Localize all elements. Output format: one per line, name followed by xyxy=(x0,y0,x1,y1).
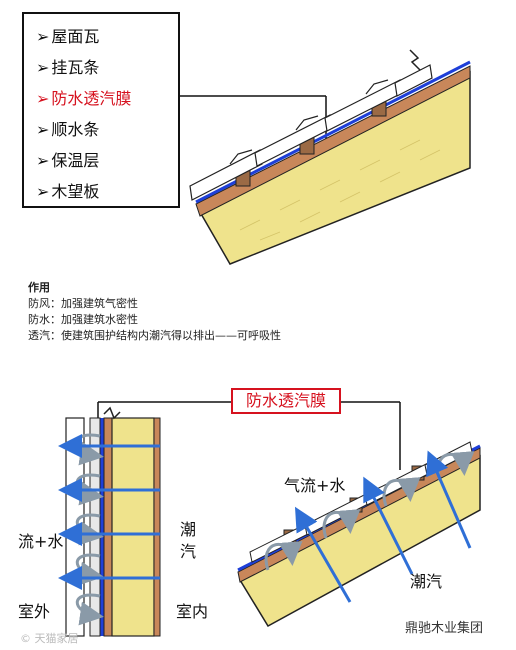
legend-item-counter-batten: ➢顺水条 xyxy=(36,120,100,139)
wall-label-moisture-2: 汽 xyxy=(180,542,197,561)
legend-item-roof-tile: ➢屋面瓦 xyxy=(36,27,100,46)
note-line-windproof: 防风：加强建筑气密性 xyxy=(28,297,138,310)
notes-heading: 作用 xyxy=(28,281,50,294)
wall-section xyxy=(58,406,161,637)
label-inside: 室内 xyxy=(176,602,209,621)
legend-item-roof-board: ➢木望板 xyxy=(36,182,100,201)
note-line-waterproof: 防水：加强建筑水密性 xyxy=(28,313,138,326)
label-outside: 室外 xyxy=(18,602,51,621)
bottom-roof-section xyxy=(237,441,481,628)
legend-box: ➢屋面瓦 ➢挂瓦条 ➢防水透汽膜 ➢顺水条 ➢保温层 ➢木望板 xyxy=(22,12,180,208)
watermark-right: 鼎驰木业集团 xyxy=(405,621,484,636)
top-roof-section xyxy=(189,49,471,265)
legend-item-insulation: ➢保温层 xyxy=(36,151,100,170)
roof-label-airflow-water: 气流+水 xyxy=(284,476,346,495)
membrane-badge: 防水透汽膜 xyxy=(231,388,341,414)
function-notes: 作用 防风：加强建筑气密性 防水：加强建筑水密性 透汽：使建筑围护结构内潮汽得以… xyxy=(28,280,281,344)
legend-item-membrane: ➢防水透汽膜 xyxy=(36,89,132,108)
legend-item-tile-batten: ➢挂瓦条 xyxy=(36,58,100,77)
watermark-left: © 天猫家居 xyxy=(20,632,79,645)
roof-label-moisture: 潮汽 xyxy=(410,572,443,591)
note-line-breathable: 透汽：使建筑围护结构内潮汽得以排出——可呼吸性 xyxy=(28,329,281,342)
wall-label-moisture-1: 潮 xyxy=(180,520,197,539)
wall-label-airflow-water: 流+水 xyxy=(18,532,64,551)
